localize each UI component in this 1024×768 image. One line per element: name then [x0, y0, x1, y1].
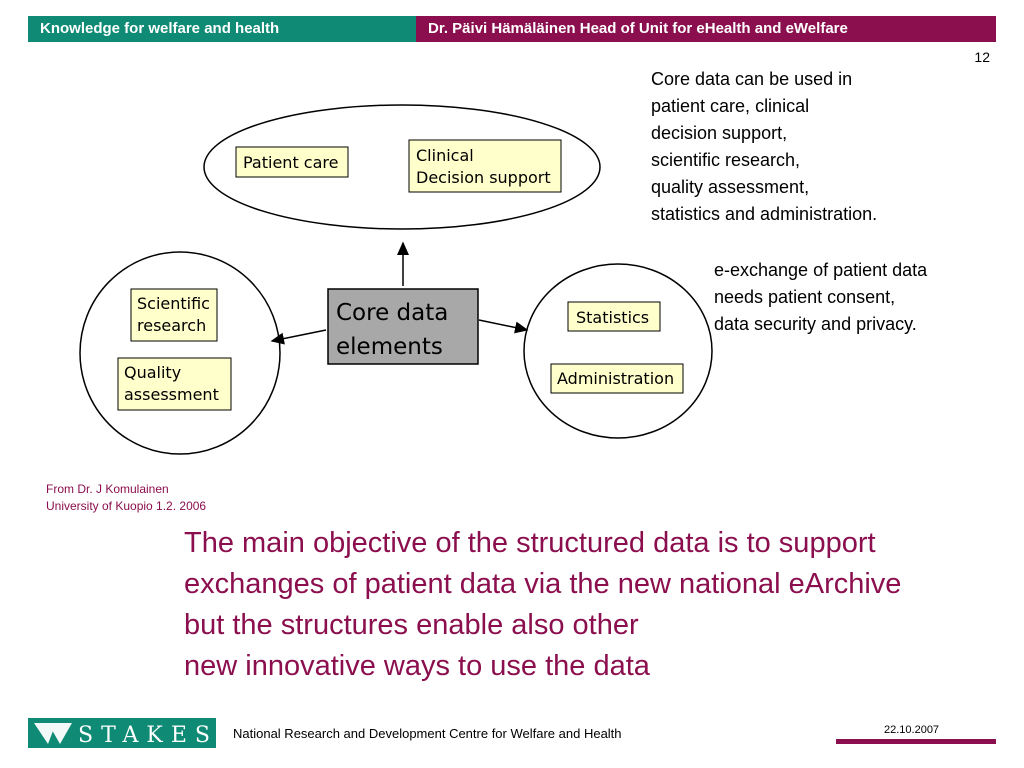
diagram-credit: From Dr. J Komulainen University of Kuop…: [46, 481, 206, 515]
statistics-label: Statistics: [576, 308, 649, 327]
box-label-line: Scientific: [137, 294, 210, 313]
main-text-line: The main objective of the structured dat…: [184, 527, 876, 559]
top-ellipse: [203, 104, 601, 230]
box-label-line: Clinical: [416, 146, 474, 165]
quality-assessment-label: Quality assessment: [124, 363, 219, 404]
statistics-box: [567, 301, 661, 332]
main-text-line: exchanges of patient data via the new na…: [184, 568, 902, 600]
header-right-title: Dr. Päivi Hämäläinen Head of Unit for eH…: [416, 16, 996, 42]
core-data-box: [327, 288, 479, 365]
main-text-line: new innovative ways to use the data: [184, 650, 650, 682]
credit-line: University of Kuopio 1.2. 2006: [46, 499, 207, 513]
footer-accent-bar: [836, 739, 996, 744]
text-line: patient care, clinical: [651, 96, 810, 116]
patient-care-label: Patient care: [243, 153, 338, 172]
core-data-label: Core data: [336, 300, 448, 326]
arrow-right: [478, 319, 529, 334]
quality-assessment-box: [117, 357, 232, 411]
box-label-line: research: [137, 316, 206, 335]
administration-box: [550, 363, 684, 394]
administration-label: Administration: [557, 369, 674, 388]
credit-line: From Dr. J Komulainen: [46, 482, 169, 496]
text-line: quality assessment,: [651, 177, 810, 197]
consent-text: e-exchange of patient data needs patient…: [714, 257, 927, 338]
text-line: Core data can be used in: [651, 69, 853, 89]
arrow-left: [270, 329, 327, 345]
text-line: needs patient consent,: [714, 287, 896, 307]
footer-date: 22.10.2007: [884, 724, 940, 736]
text-line: scientific research,: [651, 150, 801, 170]
box-label-line: Decision support: [416, 168, 551, 187]
scientific-research-box: [130, 288, 218, 342]
text-line: data security and privacy.: [714, 314, 917, 334]
text-line: decision support,: [651, 123, 788, 143]
right-ellipse: [523, 263, 713, 439]
text-line: statistics and administration.: [651, 204, 878, 224]
core-data-uses-text: Core data can be used in patient care, c…: [651, 66, 877, 228]
text-line: e-exchange of patient data: [714, 260, 928, 280]
stakes-logo-text: STAKES: [78, 723, 216, 748]
scientific-research-label: Scientific research: [137, 294, 210, 335]
main-objective-text: The main objective of the structured dat…: [184, 523, 901, 687]
main-text-line: but the structures enable also other: [184, 609, 639, 641]
patient-care-box: [235, 146, 349, 178]
core-data-label: elements: [336, 334, 443, 360]
clinical-decision-box: [408, 139, 562, 193]
stakes-logo: STAKES: [28, 718, 216, 748]
box-label-line: Quality: [124, 363, 181, 382]
slide-number: 12: [974, 49, 990, 65]
box-label-line: assessment: [124, 385, 219, 404]
footer-org-name: National Research and Development Centre…: [233, 726, 622, 741]
left-ellipse: [79, 251, 281, 455]
header-left-title: Knowledge for welfare and health: [28, 16, 416, 42]
